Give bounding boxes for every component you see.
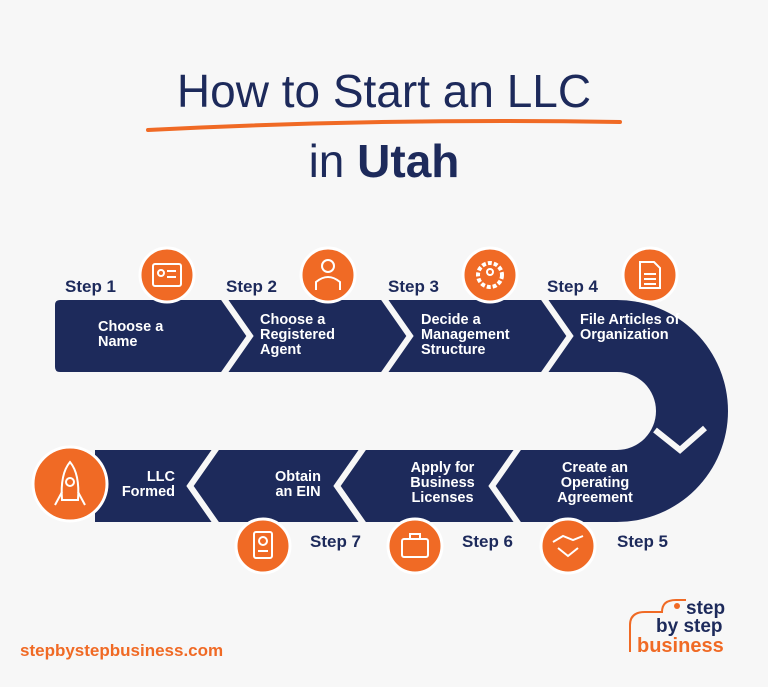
step-6-text: Apply for Business Licenses	[410, 460, 475, 506]
step-4-text: File Articles of Organization	[580, 312, 680, 343]
step-5-label: Step 5	[617, 532, 669, 551]
state-name: Utah	[357, 135, 460, 187]
step-4-label: Step 4	[547, 277, 599, 296]
briefcase-icon	[401, 533, 429, 558]
step-1-text: Choose a Name	[98, 319, 164, 350]
svg-text:by step: by step	[656, 616, 723, 637]
step-icon-circles	[31, 246, 679, 575]
document-icon	[639, 261, 661, 289]
agent-icon	[315, 259, 341, 290]
page-subtitle: in Utah	[0, 134, 768, 188]
rocket-icon	[54, 460, 86, 506]
step-3-label: Step 3	[388, 277, 440, 296]
step-6-label: Step 6	[462, 532, 514, 551]
step-1-label: Step 1	[65, 277, 117, 296]
step-7-text: Obtain an EIN	[275, 469, 321, 500]
step-3-text: Decide a Management Structure	[421, 312, 510, 358]
subtitle-prefix: in	[308, 135, 358, 187]
page-title: How to Start an LLC	[176, 65, 592, 117]
stepbystep-logo: step by step business	[629, 598, 725, 657]
id-card-icon	[152, 263, 182, 287]
llc-formed-text: LLC Formed	[121, 469, 175, 500]
title-underline	[146, 119, 622, 132]
gear-person-icon	[476, 261, 504, 289]
website-link[interactable]: stepbystepbusiness.com	[20, 641, 224, 660]
badge-icon	[253, 531, 273, 559]
handshake-icon	[552, 534, 584, 558]
step-2-label: Step 2	[226, 277, 278, 296]
chevron-separators	[186, 294, 707, 528]
svg-text:step: step	[686, 598, 725, 619]
svg-text:business: business	[637, 635, 724, 657]
step-5-text: Create an Operating Agreement	[557, 460, 633, 506]
step-7-label: Step 7	[310, 532, 362, 551]
step-2-text: Choose a Registered Agent	[260, 312, 335, 358]
